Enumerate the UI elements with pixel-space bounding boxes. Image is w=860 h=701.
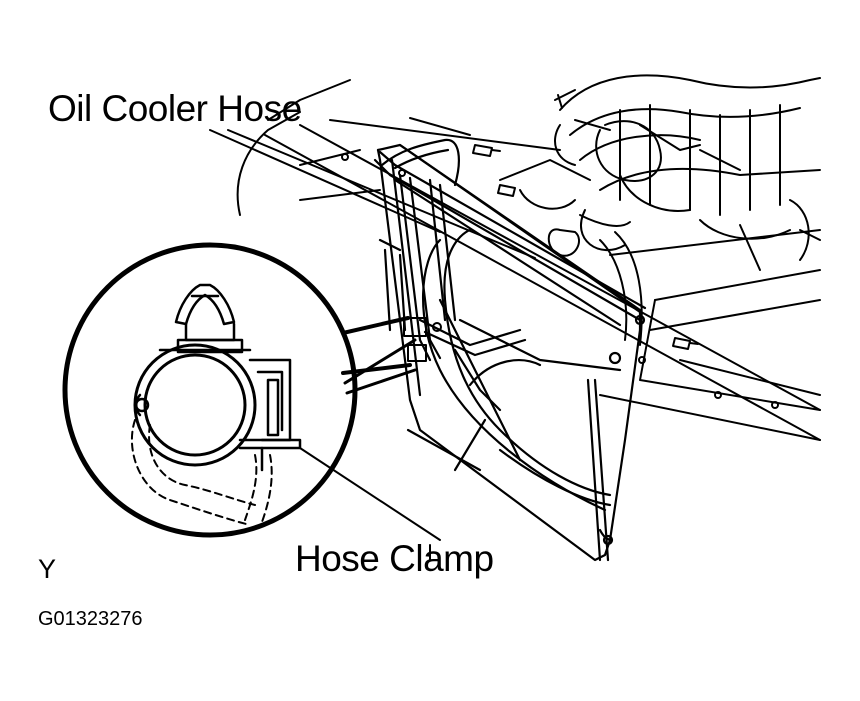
oil-cooler-hose-label: Oil Cooler Hose [48,88,302,129]
hose-clamp-label: Hose Clamp [295,538,494,579]
hose-clamp-detail [133,283,302,472]
fan-shroud [376,143,646,562]
vehicle-body-panel [236,79,821,441]
engine-intake-manifold [499,74,821,346]
bolt-icon [472,144,699,350]
view-letter-label: Y [38,554,57,584]
leader-lines [209,129,536,561]
figure-code-label: G01323276 [38,608,143,630]
hose-clamp-location [403,317,442,362]
oil-cooler-hose [373,138,647,412]
hidden-hose-dashed [130,419,273,526]
detail-magnifier [62,242,417,538]
